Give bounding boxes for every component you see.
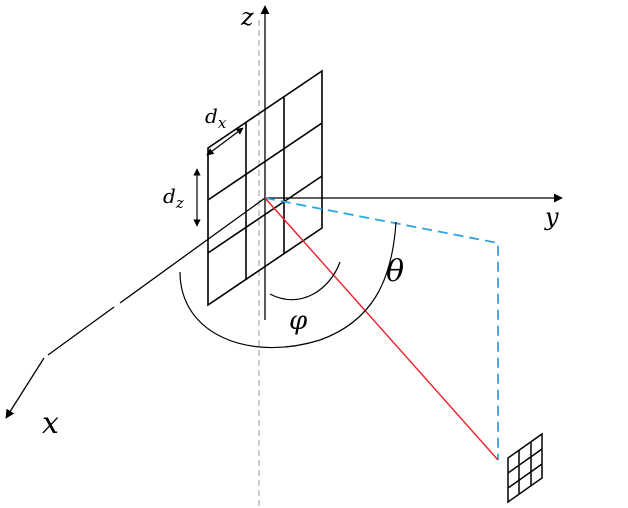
dx-label: dx — [205, 104, 227, 132]
dz-label-sub: z — [175, 194, 184, 212]
array-grid-horizontal-2 — [207, 175, 323, 254]
receiver-array-icon — [507, 432, 543, 504]
x-axis-segment-far — [5, 357, 45, 419]
y-axis-label: y — [544, 203, 559, 231]
dx-label-sub: x — [218, 114, 227, 132]
planar-antenna-array-icon — [207, 69, 323, 307]
theta-angle-arc — [179, 221, 397, 349]
dz-label: dz — [163, 184, 184, 212]
receiver-grid-h2 — [507, 463, 543, 489]
array-grid-horizontal-1 — [207, 122, 323, 201]
x-axis-segment-mid — [47, 306, 115, 356]
signal-ray — [264, 197, 499, 461]
theta-label: θ — [386, 254, 404, 289]
x-axis-label: x — [42, 406, 59, 441]
phi-label: φ — [289, 306, 308, 336]
x-axis-segment-near — [119, 197, 266, 304]
dz-label-base: d — [163, 184, 176, 208]
phi-angle-arc — [269, 261, 341, 301]
z-axis-label: z — [240, 3, 254, 31]
dx-dimension-arrow — [206, 127, 244, 156]
receiver-grid-h1 — [507, 448, 543, 474]
dx-label-base: d — [205, 104, 218, 128]
